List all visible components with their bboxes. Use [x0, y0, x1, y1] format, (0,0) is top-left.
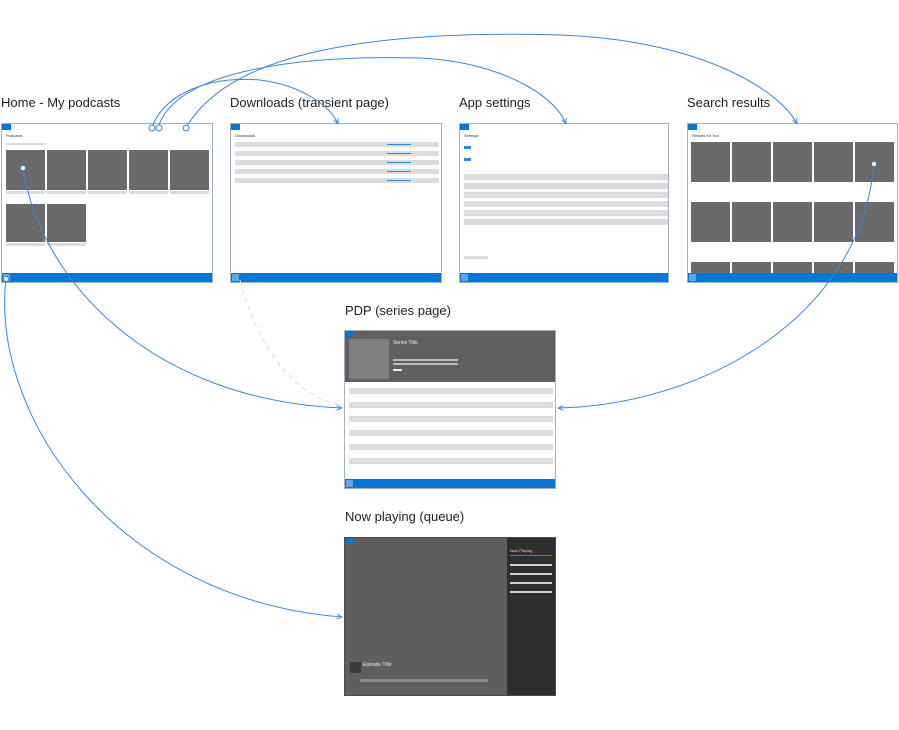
label-pdp: PDP (series page): [345, 303, 451, 318]
search-result-tile[interactable]: [732, 202, 771, 242]
queue-title: Now Playing: [510, 548, 533, 553]
label-home: Home - My podcasts: [1, 95, 121, 110]
podcast-tile[interactable]: [47, 204, 86, 242]
link-home-nowplaying: [4, 277, 342, 617]
link-search-pdp: [558, 163, 875, 408]
home-window[interactable]: Podcasts: [1, 123, 213, 283]
downloads-title: Downloads: [235, 133, 255, 138]
link-downloads-pdp: [239, 279, 341, 406]
app-icon: [460, 124, 469, 130]
now-playing-button[interactable]: [689, 274, 696, 281]
link-settings: [157, 57, 566, 129]
hotspots: [3, 124, 877, 282]
link-search: [185, 33, 797, 129]
settings-window[interactable]: Settings: [459, 123, 669, 283]
app-icon: [345, 538, 354, 544]
now-playing-button[interactable]: [232, 274, 239, 281]
label-search: Search results: [687, 95, 771, 110]
podcast-tile[interactable]: [88, 150, 127, 190]
pdp-taskbar: [345, 479, 555, 488]
pdp-window[interactable]: Series Title: [344, 330, 556, 489]
pdp-series-title: Series Title: [393, 340, 418, 346]
search-taskbar: [688, 273, 897, 282]
search-result-tile[interactable]: [814, 142, 853, 182]
downloads-window[interactable]: Downloads: [230, 123, 442, 283]
series-artwork: [349, 339, 389, 379]
search-result-tile[interactable]: [691, 202, 730, 242]
home-title: Podcasts: [6, 133, 23, 138]
label-nowplaying: Now playing (queue): [345, 509, 465, 524]
now-playing-button[interactable]: [461, 274, 468, 281]
podcast-tile[interactable]: [170, 150, 209, 190]
now-playing-button[interactable]: [346, 480, 353, 487]
label-downloads: Downloads (transient page): [230, 95, 389, 110]
np-episode-title: Episode Title: [363, 662, 392, 668]
queue-pane: Now Playing: [507, 538, 555, 695]
settings-taskbar: [460, 273, 668, 282]
search-result-tile[interactable]: [691, 142, 730, 182]
search-result-tile[interactable]: [732, 142, 771, 182]
link-home-pdp: [22, 167, 342, 408]
app-icon: [688, 124, 697, 130]
episode-artwork: [350, 662, 361, 673]
app-icon: [231, 124, 240, 130]
podcast-tile[interactable]: [129, 150, 168, 190]
podcast-tile[interactable]: [47, 150, 86, 190]
link-downloads: [151, 78, 338, 129]
search-result-tile[interactable]: [814, 202, 853, 242]
nowplaying-window[interactable]: Now Playing Episode Title: [344, 537, 556, 696]
label-settings: App settings: [459, 95, 531, 110]
search-title: Results for 'foo': [692, 133, 720, 138]
downloads-taskbar: [231, 273, 441, 282]
playback-progress[interactable]: [360, 679, 488, 682]
settings-title: Settings: [464, 133, 479, 138]
search-result-tile[interactable]: [773, 202, 812, 242]
search-result-tile[interactable]: [773, 142, 812, 182]
app-icon: [345, 331, 354, 337]
app-icon: [2, 124, 11, 130]
